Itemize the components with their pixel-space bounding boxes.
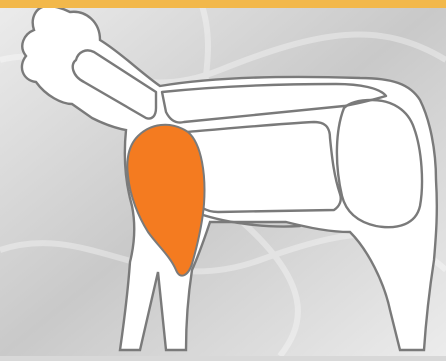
top-accent-band — [0, 0, 446, 8]
